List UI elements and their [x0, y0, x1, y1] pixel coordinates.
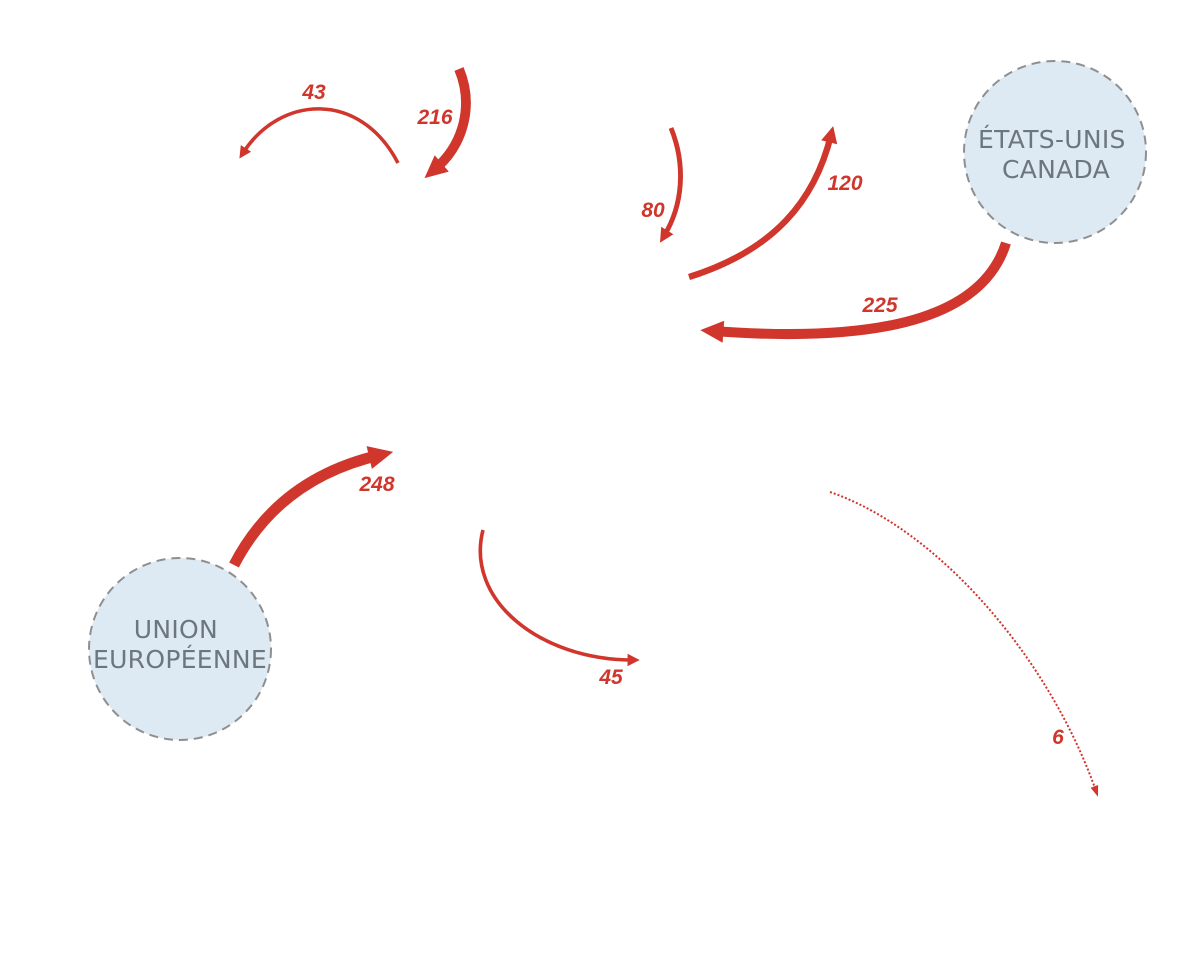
- region-label-line: UNION: [134, 615, 218, 644]
- arrowhead: [239, 145, 252, 159]
- region-circle-union-europeenne: [88, 557, 272, 741]
- flow-value-label: 45: [598, 666, 623, 689]
- region-label-line: EUROPÉENNE: [93, 645, 267, 674]
- flow-arrow-216: [430, 67, 471, 174]
- flow-45: 45: [478, 529, 640, 689]
- flow-6: 6: [829, 491, 1099, 797]
- flow-value-label: 80: [641, 199, 665, 222]
- region-label-line: CANADA: [1002, 155, 1110, 184]
- flow-value-label: 43: [301, 81, 326, 104]
- flow-arrow-45: [478, 529, 634, 662]
- flow-arrow-43: [241, 107, 400, 164]
- flow-value-label: 248: [358, 473, 394, 496]
- flow-arrow-120: [688, 134, 835, 281]
- region-label-union-europeenne: UNION EUROPÉENNE: [93, 615, 267, 674]
- arrowhead: [700, 320, 725, 343]
- flow-value-label: 6: [1052, 726, 1064, 749]
- flow-value-label: 216: [416, 106, 452, 129]
- region-label-line: ÉTATS-UNIS: [978, 125, 1126, 154]
- arrowhead: [627, 653, 640, 667]
- flow-arrow-248: [229, 449, 382, 568]
- arrowhead: [1090, 785, 1099, 797]
- arrowhead: [821, 126, 838, 145]
- arrowhead: [660, 226, 674, 243]
- region-union-europeenne: UNION EUROPÉENNE: [88, 557, 272, 741]
- flow-216: 216: [416, 67, 471, 179]
- flow-225: 225: [700, 241, 1011, 343]
- flow-80: 80: [641, 127, 683, 243]
- flow-arrow-6: [829, 491, 1097, 792]
- flow-value-label: 225: [861, 294, 897, 317]
- flow-120: 120: [688, 126, 863, 281]
- flow-248: 248: [229, 446, 395, 568]
- flow-value-label: 120: [827, 172, 862, 195]
- flow-43: 43: [239, 81, 400, 164]
- arrowhead: [366, 446, 394, 469]
- flow-arrow-80: [661, 127, 683, 238]
- region-circle-etats-unis-canada: [963, 60, 1147, 244]
- flow-arrow-225: [712, 241, 1011, 340]
- region-label-etats-unis-canada: ÉTATS-UNIS CANADA: [978, 125, 1134, 184]
- region-etats-unis-canada: ÉTATS-UNIS CANADA: [963, 60, 1147, 244]
- arrowhead: [424, 155, 449, 179]
